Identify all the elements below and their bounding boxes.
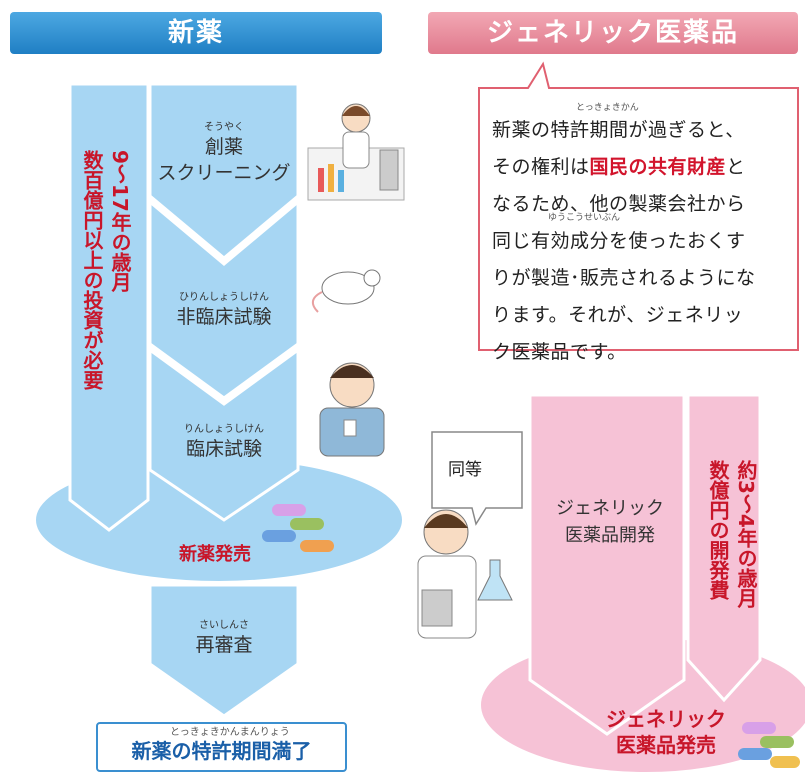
researcher-illustration [307, 103, 405, 201]
scientist-illustration [417, 509, 513, 639]
new-duration-label: 9～17年の歳月 [108, 150, 132, 292]
callout-text: 新薬の特許期間が過ぎると、 その権利は国民の共有財産と なるため、他の製薬会社か… [492, 112, 792, 371]
patent-expiry-box [96, 722, 347, 772]
stage-discovery-chevron [148, 82, 300, 260]
stage-clinical: りんしょうしけん 臨床試験 [184, 424, 264, 460]
callout-line-5: りが製造･販売されるようにな [492, 267, 756, 289]
callout-line-3: なるため、他の製薬会社から [492, 193, 746, 215]
callout-line-6: ります。それが、ジェネリッ [492, 304, 744, 326]
patent-expiry-label: 新薬の特許期間満了 [131, 739, 312, 763]
stage-review-arrow [148, 583, 300, 718]
generic-cost-label: 数億円の開発費 [706, 460, 730, 600]
new-investment-label: 数百億円以上の投資が必要 [80, 150, 104, 390]
generic-release-label: ジェネリック 医薬品発売 [606, 707, 726, 757]
callout-line-4: 同じ有効成分を使ったおくす [492, 230, 746, 252]
stage-clinical-chevron [148, 347, 300, 522]
generic-duration-label: 約3～4年の歳月 [734, 460, 758, 608]
callout-ruby-patent: とっきょきかん [576, 103, 639, 113]
callout-ruby-ingredient: ゆうこうせいぶん [548, 213, 621, 223]
callout-line-1: 新薬の特許期間が過ぎると、 [492, 119, 745, 141]
capsules-new-drug [262, 504, 334, 552]
stage-discovery: そうやく 創薬 スクリーニング [157, 122, 291, 184]
callout-line-2: その権利は国民の共有財産と [492, 156, 746, 178]
callout-line-7: ク医薬品です。 [492, 341, 627, 363]
capsules-generic [738, 722, 800, 768]
patent-expiry-ruby: とっきょきかんまんりょう [170, 727, 290, 738]
stage-review: さいしんさ 再審査 [195, 620, 253, 656]
stage-nonclinical: ひりんしょうしけん 非臨床試験 [176, 292, 272, 328]
new-release-label: 新薬発売 [179, 544, 251, 565]
generic-dev-arrow [528, 393, 686, 736]
duration-arrow [68, 82, 150, 532]
mouse-illustration [311, 269, 381, 313]
new-drug-title: 新薬 [10, 12, 382, 54]
stage-nonclinical-chevron [148, 198, 300, 400]
patient-illustration [319, 362, 385, 457]
callout-highlight: 国民の共有財産 [589, 156, 727, 178]
callout-box [478, 61, 799, 351]
generic-development-label: ジェネリック 医薬品開発 [556, 498, 664, 546]
generic-title: ジェネリック医薬品 [428, 12, 798, 54]
generic-duration-arrow [686, 393, 762, 703]
equivalent-label: 同等 [448, 460, 482, 480]
equivalent-bubble [431, 431, 523, 526]
